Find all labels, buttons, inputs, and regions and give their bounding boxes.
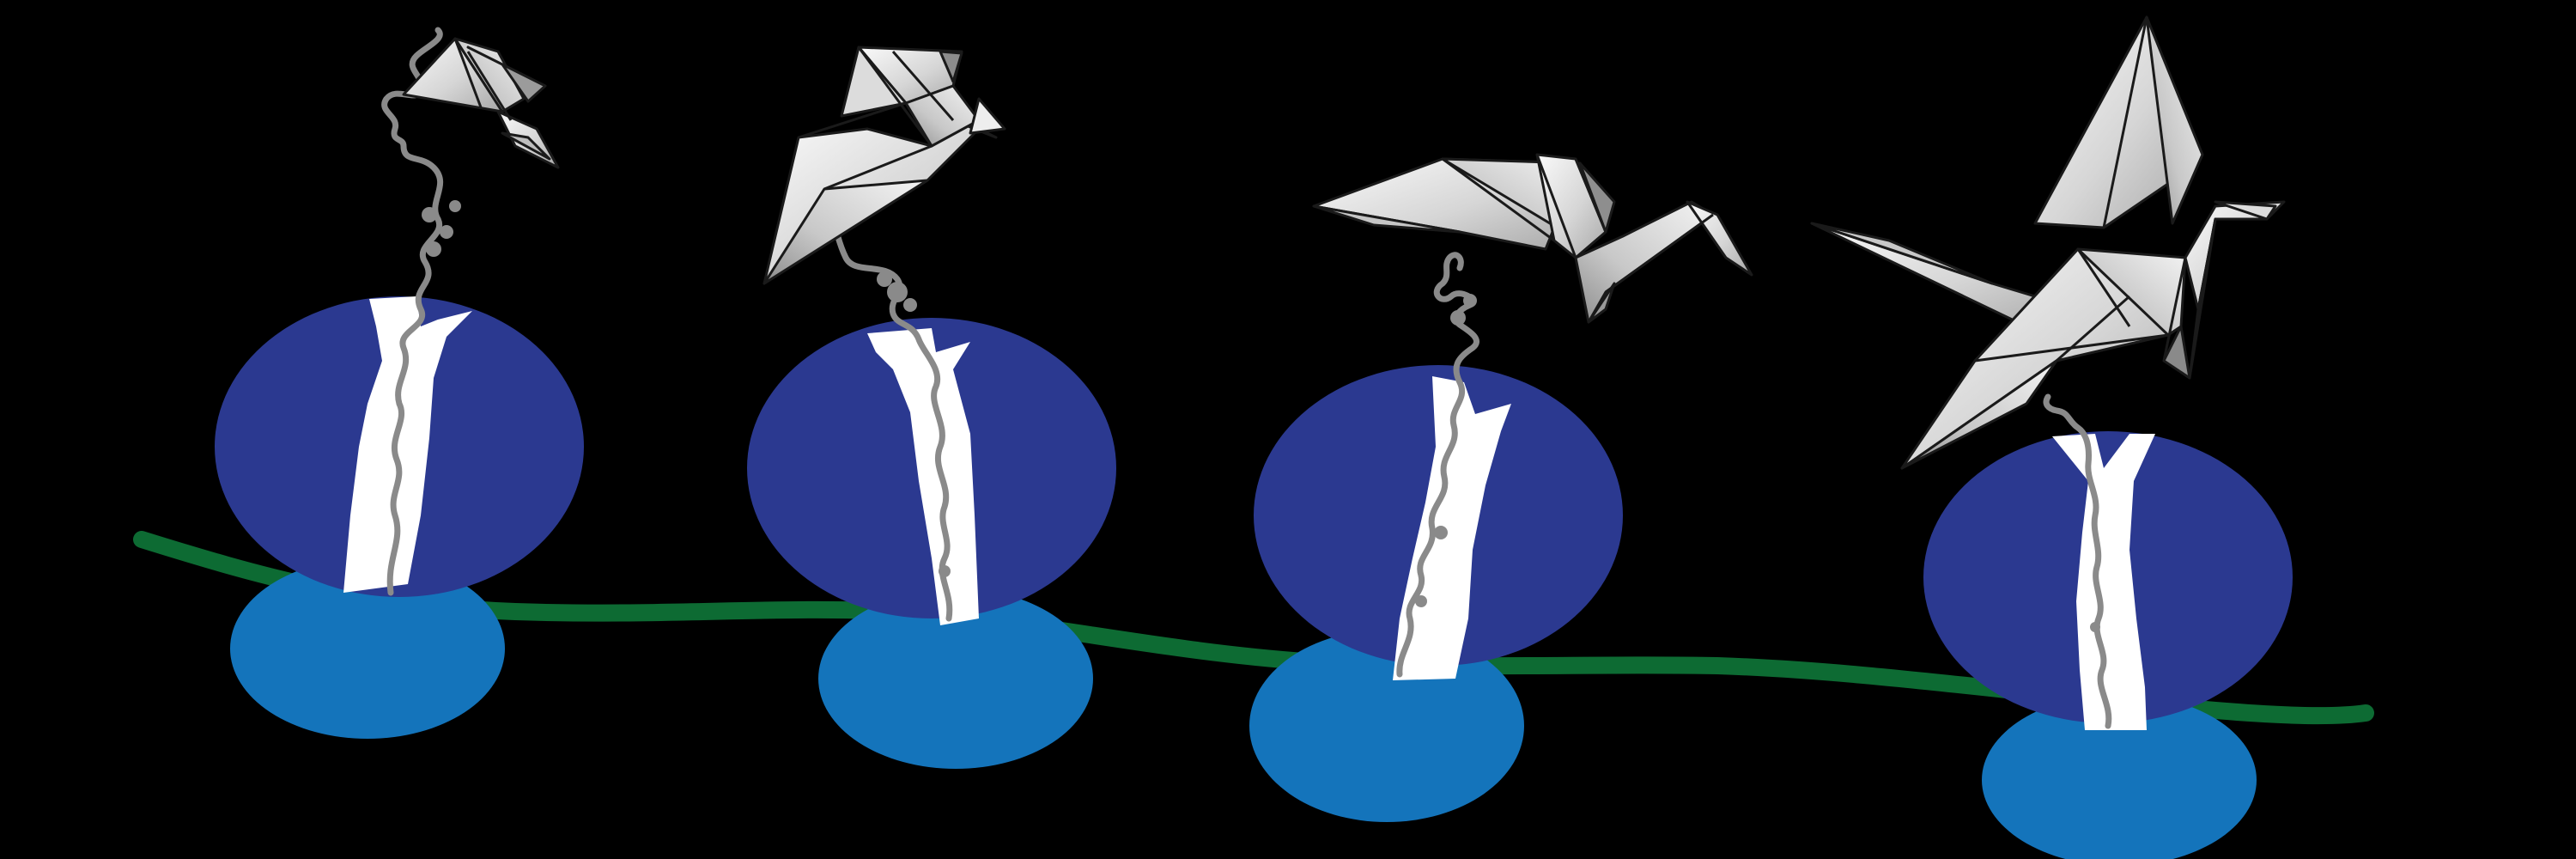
- ribosome-1: [215, 27, 584, 739]
- ribosome-2: [747, 216, 1116, 769]
- chain-bead: [2090, 622, 2100, 632]
- origami-stage-4-crane: [1810, 15, 2286, 470]
- origami-stage-2-bird: [762, 46, 1006, 285]
- small-subunit-4: [1982, 694, 2257, 859]
- chain-bead: [449, 200, 461, 212]
- ribosome-4: [1923, 393, 2293, 859]
- origami-stage-3-flying-bird: [1312, 153, 1753, 324]
- chain-bead: [877, 271, 892, 287]
- exit-tunnel-2: [867, 328, 979, 625]
- chain-bead: [422, 207, 437, 222]
- nascent-chain-2: [828, 216, 953, 622]
- chain-bead: [887, 282, 908, 302]
- chain-bead: [440, 225, 453, 239]
- exit-tunnel-4: [2052, 434, 2155, 730]
- chain-bead: [903, 298, 917, 312]
- origami-stage-1-small-fold: [402, 37, 560, 169]
- nascent-chain-4: [2043, 393, 2112, 729]
- chain-bead: [939, 565, 951, 577]
- small-subunit-1: [230, 558, 505, 739]
- chain-bead: [1463, 294, 1477, 308]
- small-subunit-2: [818, 588, 1093, 769]
- chain-bead: [1415, 595, 1427, 607]
- ribosome-3: [1249, 252, 1623, 822]
- chain-bead: [426, 241, 441, 257]
- chain-bead: [1450, 310, 1466, 326]
- nascent-chain-3: [1396, 252, 1479, 678]
- chain-bead: [1434, 526, 1448, 539]
- exit-tunnel-1: [343, 296, 472, 593]
